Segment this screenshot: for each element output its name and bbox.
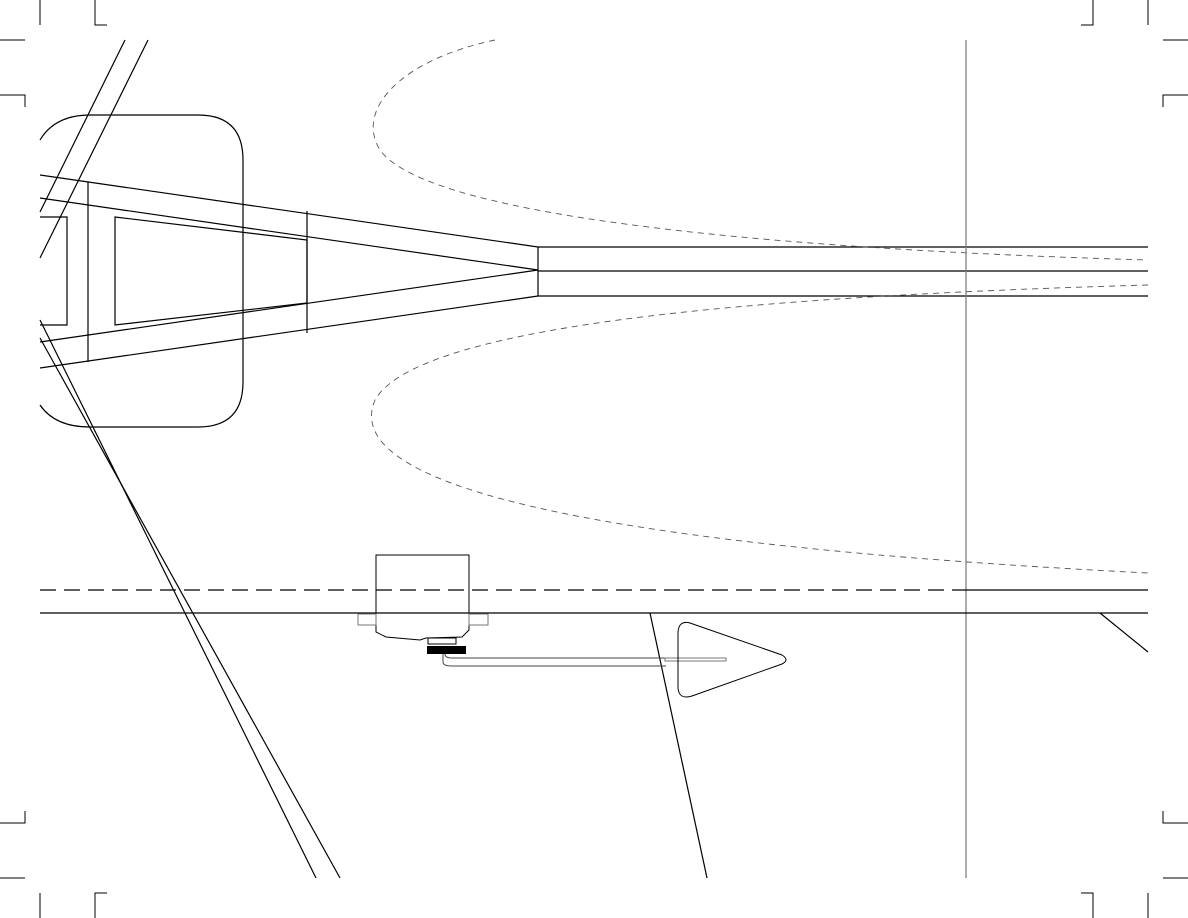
servo-horn <box>427 646 466 654</box>
tail-boom <box>537 246 1148 297</box>
fuselage <box>39 174 539 369</box>
nose-block <box>40 216 68 326</box>
pushrod <box>442 653 727 667</box>
dashed-ellipses <box>371 39 1149 574</box>
fuselage-window <box>114 216 308 326</box>
servo <box>357 554 489 645</box>
wing-edge-lines <box>40 589 1149 879</box>
canopy-outline <box>39 114 244 428</box>
wing-diagonal-lines <box>39 39 341 879</box>
control-horn <box>677 621 787 698</box>
